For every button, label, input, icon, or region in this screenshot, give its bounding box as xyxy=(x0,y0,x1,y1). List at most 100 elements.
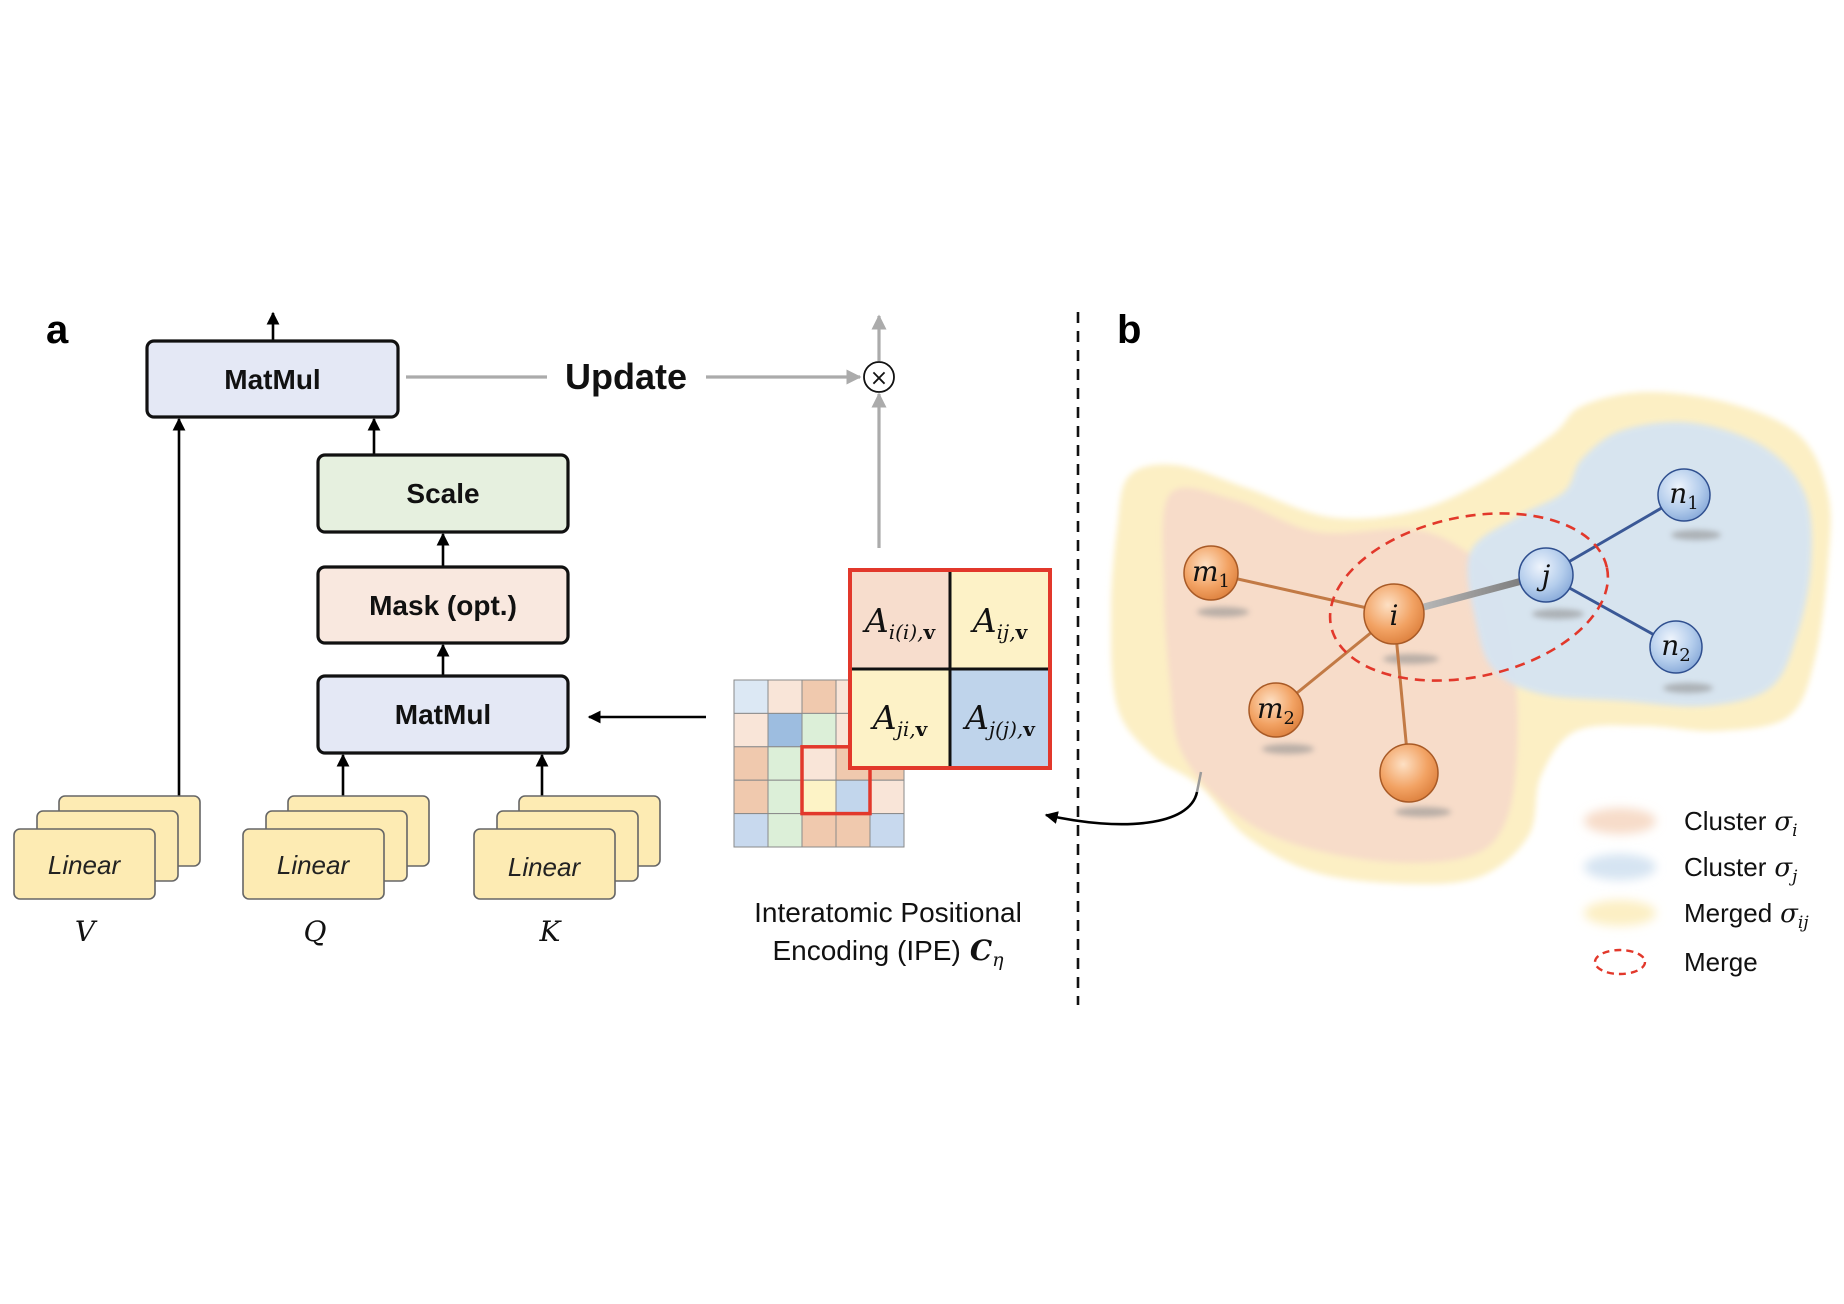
legend-swatch-cluster-j xyxy=(1584,854,1656,880)
ipe-grid-cell xyxy=(801,712,837,748)
matmul-top-label: MatMul xyxy=(224,364,320,395)
node-circle xyxy=(1518,547,1574,603)
node-n1-sub: 1 xyxy=(1687,493,1698,514)
ipe-grid-cell xyxy=(767,679,803,714)
multiply-icon: × xyxy=(870,366,888,391)
input-k-label: K xyxy=(539,915,563,948)
node-j: j xyxy=(1518,547,1574,603)
node-shadow xyxy=(1663,683,1713,693)
node-i-label: i xyxy=(1390,599,1399,632)
ipe-grid-highlight xyxy=(800,745,872,816)
linear-card-front xyxy=(473,828,616,900)
cluster-j-region xyxy=(1467,422,1812,707)
panel-a: a MatMul Update × Scale Mask (opt.) xyxy=(13,308,1052,971)
linear-v-label: Linear xyxy=(48,850,122,880)
ipe-grid-cell xyxy=(835,813,871,848)
ipe-grid-cell xyxy=(733,712,769,748)
node-circle xyxy=(1649,620,1703,674)
node-shadow xyxy=(1262,744,1314,754)
node-i: i xyxy=(1363,583,1425,645)
mask-label: Mask (opt.) xyxy=(369,590,517,621)
linear-stack-q: Linear xyxy=(242,795,430,900)
input-v-label: V xyxy=(75,915,98,948)
ipe-zoom-block: Ai(i),v Aij,v Aji,v Aj(j),v xyxy=(848,568,1052,770)
node-m2-sub: 2 xyxy=(1284,708,1295,729)
mask-block: Mask (opt.) xyxy=(316,565,570,645)
ipe-matrix: Ai(i),v Aij,v Aji,v Aj(j),v xyxy=(733,568,1052,848)
scale-block: Scale xyxy=(316,453,570,534)
node-circle xyxy=(1363,583,1425,645)
node-circle xyxy=(1183,545,1239,601)
ipe-cell-ij-label: Aij,v xyxy=(970,601,1029,644)
ipe-grid-cell xyxy=(767,813,803,848)
node-n2-sub: 2 xyxy=(1679,645,1690,666)
edge-m1-i xyxy=(1210,571,1395,616)
linear-k-label: Linear xyxy=(508,852,582,882)
svg-text:m2: m2 xyxy=(1257,692,1295,729)
node-n2: n2 xyxy=(1649,620,1703,674)
ipe-grid xyxy=(733,679,905,848)
ipe-cell-jj-bg xyxy=(950,669,1050,768)
legend-item-merge: Merge xyxy=(1593,947,1758,977)
ipe-grid-cell xyxy=(733,779,769,815)
ipe-cell-ii-label: Ai(i),v xyxy=(862,601,937,644)
svg-text:n2: n2 xyxy=(1661,629,1691,666)
ipe-zoom-border xyxy=(848,568,1052,770)
cluster-to-ipe-arrow xyxy=(1044,791,1199,826)
legend-swatch-cluster-i xyxy=(1584,808,1656,834)
ipe-grid-cell xyxy=(801,813,837,848)
node-shadow xyxy=(1395,807,1451,817)
ipe-grid-cell xyxy=(733,679,769,714)
matmul-bottom-box xyxy=(316,674,570,755)
linear-card-front xyxy=(13,828,156,900)
node-shadow xyxy=(1197,607,1249,617)
ipe-grid-cell xyxy=(767,712,803,748)
ipe-caption-line1: Interatomic Positional xyxy=(754,897,1022,928)
linear-stack-k: Linear xyxy=(473,795,661,900)
cluster-pointer-start xyxy=(1195,771,1203,793)
legend-label-merge: Merge xyxy=(1684,947,1758,977)
svg-text:m1: m1 xyxy=(1192,555,1230,592)
linear-q-label: Linear xyxy=(277,850,351,880)
update-label: Update xyxy=(565,356,687,397)
ipe-grid-cell xyxy=(835,779,871,815)
mask-box xyxy=(316,565,570,645)
node-circle xyxy=(1379,743,1439,803)
node-m2-label: m xyxy=(1257,692,1284,725)
ipe-cell-jj-label: Aj(j),v xyxy=(962,698,1036,741)
multiply-node: × xyxy=(863,361,895,393)
matmul-top-box xyxy=(145,339,400,419)
ipe-grid-cell xyxy=(801,746,837,781)
matmul-top-block: MatMul xyxy=(145,339,400,419)
legend-swatch-merge xyxy=(1593,948,1647,976)
ipe-grid-cell xyxy=(801,779,837,815)
multiply-circle xyxy=(863,361,895,393)
panel-a-label: a xyxy=(46,308,69,352)
matmul-bottom-label: MatMul xyxy=(395,699,491,730)
input-q-label: Q xyxy=(304,915,327,948)
scale-label: Scale xyxy=(406,478,479,509)
node-m1-label: m xyxy=(1192,555,1219,588)
node-m1-sub: 1 xyxy=(1219,571,1230,592)
ipe-grid-cell xyxy=(869,779,905,815)
node-m1: m1 xyxy=(1183,545,1239,601)
ipe-grid-cell xyxy=(801,679,837,714)
svg-text:n1: n1 xyxy=(1669,477,1699,514)
ipe-cell-ji-bg xyxy=(850,669,950,768)
ipe-cell-ji-label: Aji,v xyxy=(870,698,929,741)
merge-ring xyxy=(1328,512,1610,682)
ipe-grid-cell xyxy=(767,746,803,781)
matmul-bottom-block: MatMul xyxy=(316,674,570,755)
node-unlabeled xyxy=(1379,743,1439,803)
scale-box xyxy=(316,453,570,534)
edge-i-j xyxy=(1416,577,1526,612)
node-shadow xyxy=(1383,654,1439,664)
node-shadow xyxy=(1532,609,1584,619)
node-n2-label: n xyxy=(1661,629,1679,662)
